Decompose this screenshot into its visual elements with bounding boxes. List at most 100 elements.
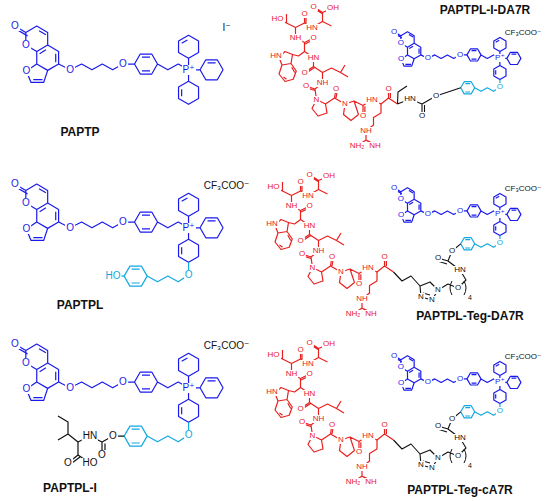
atom-label: O xyxy=(355,448,363,456)
atom-label: P⁺ xyxy=(182,223,196,233)
compound-name: PAPTPL-I xyxy=(42,482,98,494)
atom-label: O xyxy=(184,270,194,280)
atom-label: O xyxy=(424,378,432,386)
atom-label: N xyxy=(337,436,345,444)
atom-label: HO xyxy=(82,458,99,468)
atom-label: NH₂ xyxy=(345,310,362,318)
atom-label: O xyxy=(390,184,398,192)
atom-label: CF₃COO⁻ xyxy=(203,341,250,351)
atom-label: O xyxy=(305,171,313,179)
atom-label: CF₃COO⁻ xyxy=(504,29,542,37)
atom-label: O xyxy=(10,179,20,189)
atom-label: N xyxy=(434,286,442,294)
atom-label: O xyxy=(424,210,432,218)
atom-label: O xyxy=(296,346,304,354)
atom-label: P⁺ xyxy=(182,383,196,393)
atom-label: O xyxy=(454,284,462,292)
linker-arm xyxy=(124,422,188,446)
atom-label: O xyxy=(448,415,456,423)
atom-label: N xyxy=(428,464,436,472)
atom-label: OH xyxy=(322,172,336,180)
compound-name: PAPTP xyxy=(59,126,100,138)
atom-label: N xyxy=(434,454,442,462)
atom-label: O xyxy=(456,375,464,383)
atom-label: O xyxy=(390,28,398,36)
atom-label: HN xyxy=(361,264,375,272)
atom-label: O xyxy=(298,250,306,258)
atom-label: O xyxy=(380,253,388,261)
atom-label: O xyxy=(359,112,367,120)
atom-label: HN xyxy=(361,432,375,440)
atom-label: O xyxy=(424,54,432,62)
atom-label: 4 xyxy=(467,462,473,469)
atom-label: O xyxy=(397,39,405,47)
atom-label: O xyxy=(184,430,194,440)
paptpl-core xyxy=(15,184,223,262)
atom-label: HN xyxy=(303,222,317,230)
atom-label: HN xyxy=(265,388,279,396)
atom-label: O xyxy=(305,370,313,378)
atom-label: O xyxy=(390,352,398,360)
atom-label: O xyxy=(397,379,405,387)
atom-label: O xyxy=(328,421,336,429)
atom-label: O xyxy=(418,112,426,120)
atom-label: HN xyxy=(307,54,321,62)
atom-label: NH₂ xyxy=(349,142,366,150)
atom-label: O xyxy=(397,363,405,371)
atom-label: O xyxy=(456,207,464,215)
atom-label: O xyxy=(21,358,31,368)
atom-label: NH xyxy=(355,463,369,471)
core xyxy=(394,32,521,80)
linker-arm xyxy=(461,403,500,417)
atom-label: HO xyxy=(105,271,122,281)
atom-label: O xyxy=(496,407,504,415)
atom-label: HN xyxy=(453,434,467,442)
atom-label: CF₃COO⁻ xyxy=(504,185,542,193)
atom-label: O xyxy=(332,85,340,93)
atom-label: O xyxy=(118,377,128,387)
atom-label: P⁺ xyxy=(494,378,506,386)
atom-label: HO xyxy=(267,351,281,359)
atom-label: O xyxy=(63,458,73,468)
atom-label: O xyxy=(10,21,20,31)
core xyxy=(394,188,521,236)
atom-label: O xyxy=(10,339,20,349)
atom-label: O xyxy=(97,450,107,460)
atom-label: O xyxy=(65,223,75,233)
atom-label: HO xyxy=(267,183,281,191)
atom-label: O xyxy=(300,69,308,77)
atom-label: O xyxy=(397,55,405,63)
atom-label: O xyxy=(65,65,75,75)
atom-label: O xyxy=(309,34,317,42)
atom-label: NH xyxy=(359,127,373,135)
carbamate-link xyxy=(398,86,461,116)
teg-linker xyxy=(394,412,467,468)
atom-label: O xyxy=(296,178,304,186)
core xyxy=(394,356,521,404)
atom-label: NH xyxy=(312,415,326,423)
atom-label: O xyxy=(108,431,118,441)
linker-arm xyxy=(124,262,188,286)
atom-label: O xyxy=(118,217,128,227)
peptide xyxy=(274,343,394,483)
atom-label: NH xyxy=(285,370,299,378)
atom-label: NH xyxy=(316,79,330,87)
atom-label: NH xyxy=(285,202,299,210)
atom-label: O xyxy=(397,211,405,219)
atom-label: O xyxy=(22,66,32,76)
compound-name: PAPTPL-Teg-cA7R xyxy=(406,484,514,496)
atom-label: N xyxy=(309,432,317,440)
atom-label: O xyxy=(328,253,336,261)
atom-label: NH xyxy=(364,478,378,486)
atom-label: HN xyxy=(403,95,417,103)
atom-label: NH xyxy=(289,34,303,42)
atom-label: O xyxy=(296,237,304,245)
atom-label: O xyxy=(309,3,317,11)
atom-label: OH xyxy=(326,4,340,12)
atom-label: O xyxy=(22,384,32,394)
atom-label: O xyxy=(21,198,31,208)
atom-label: O xyxy=(305,202,313,210)
